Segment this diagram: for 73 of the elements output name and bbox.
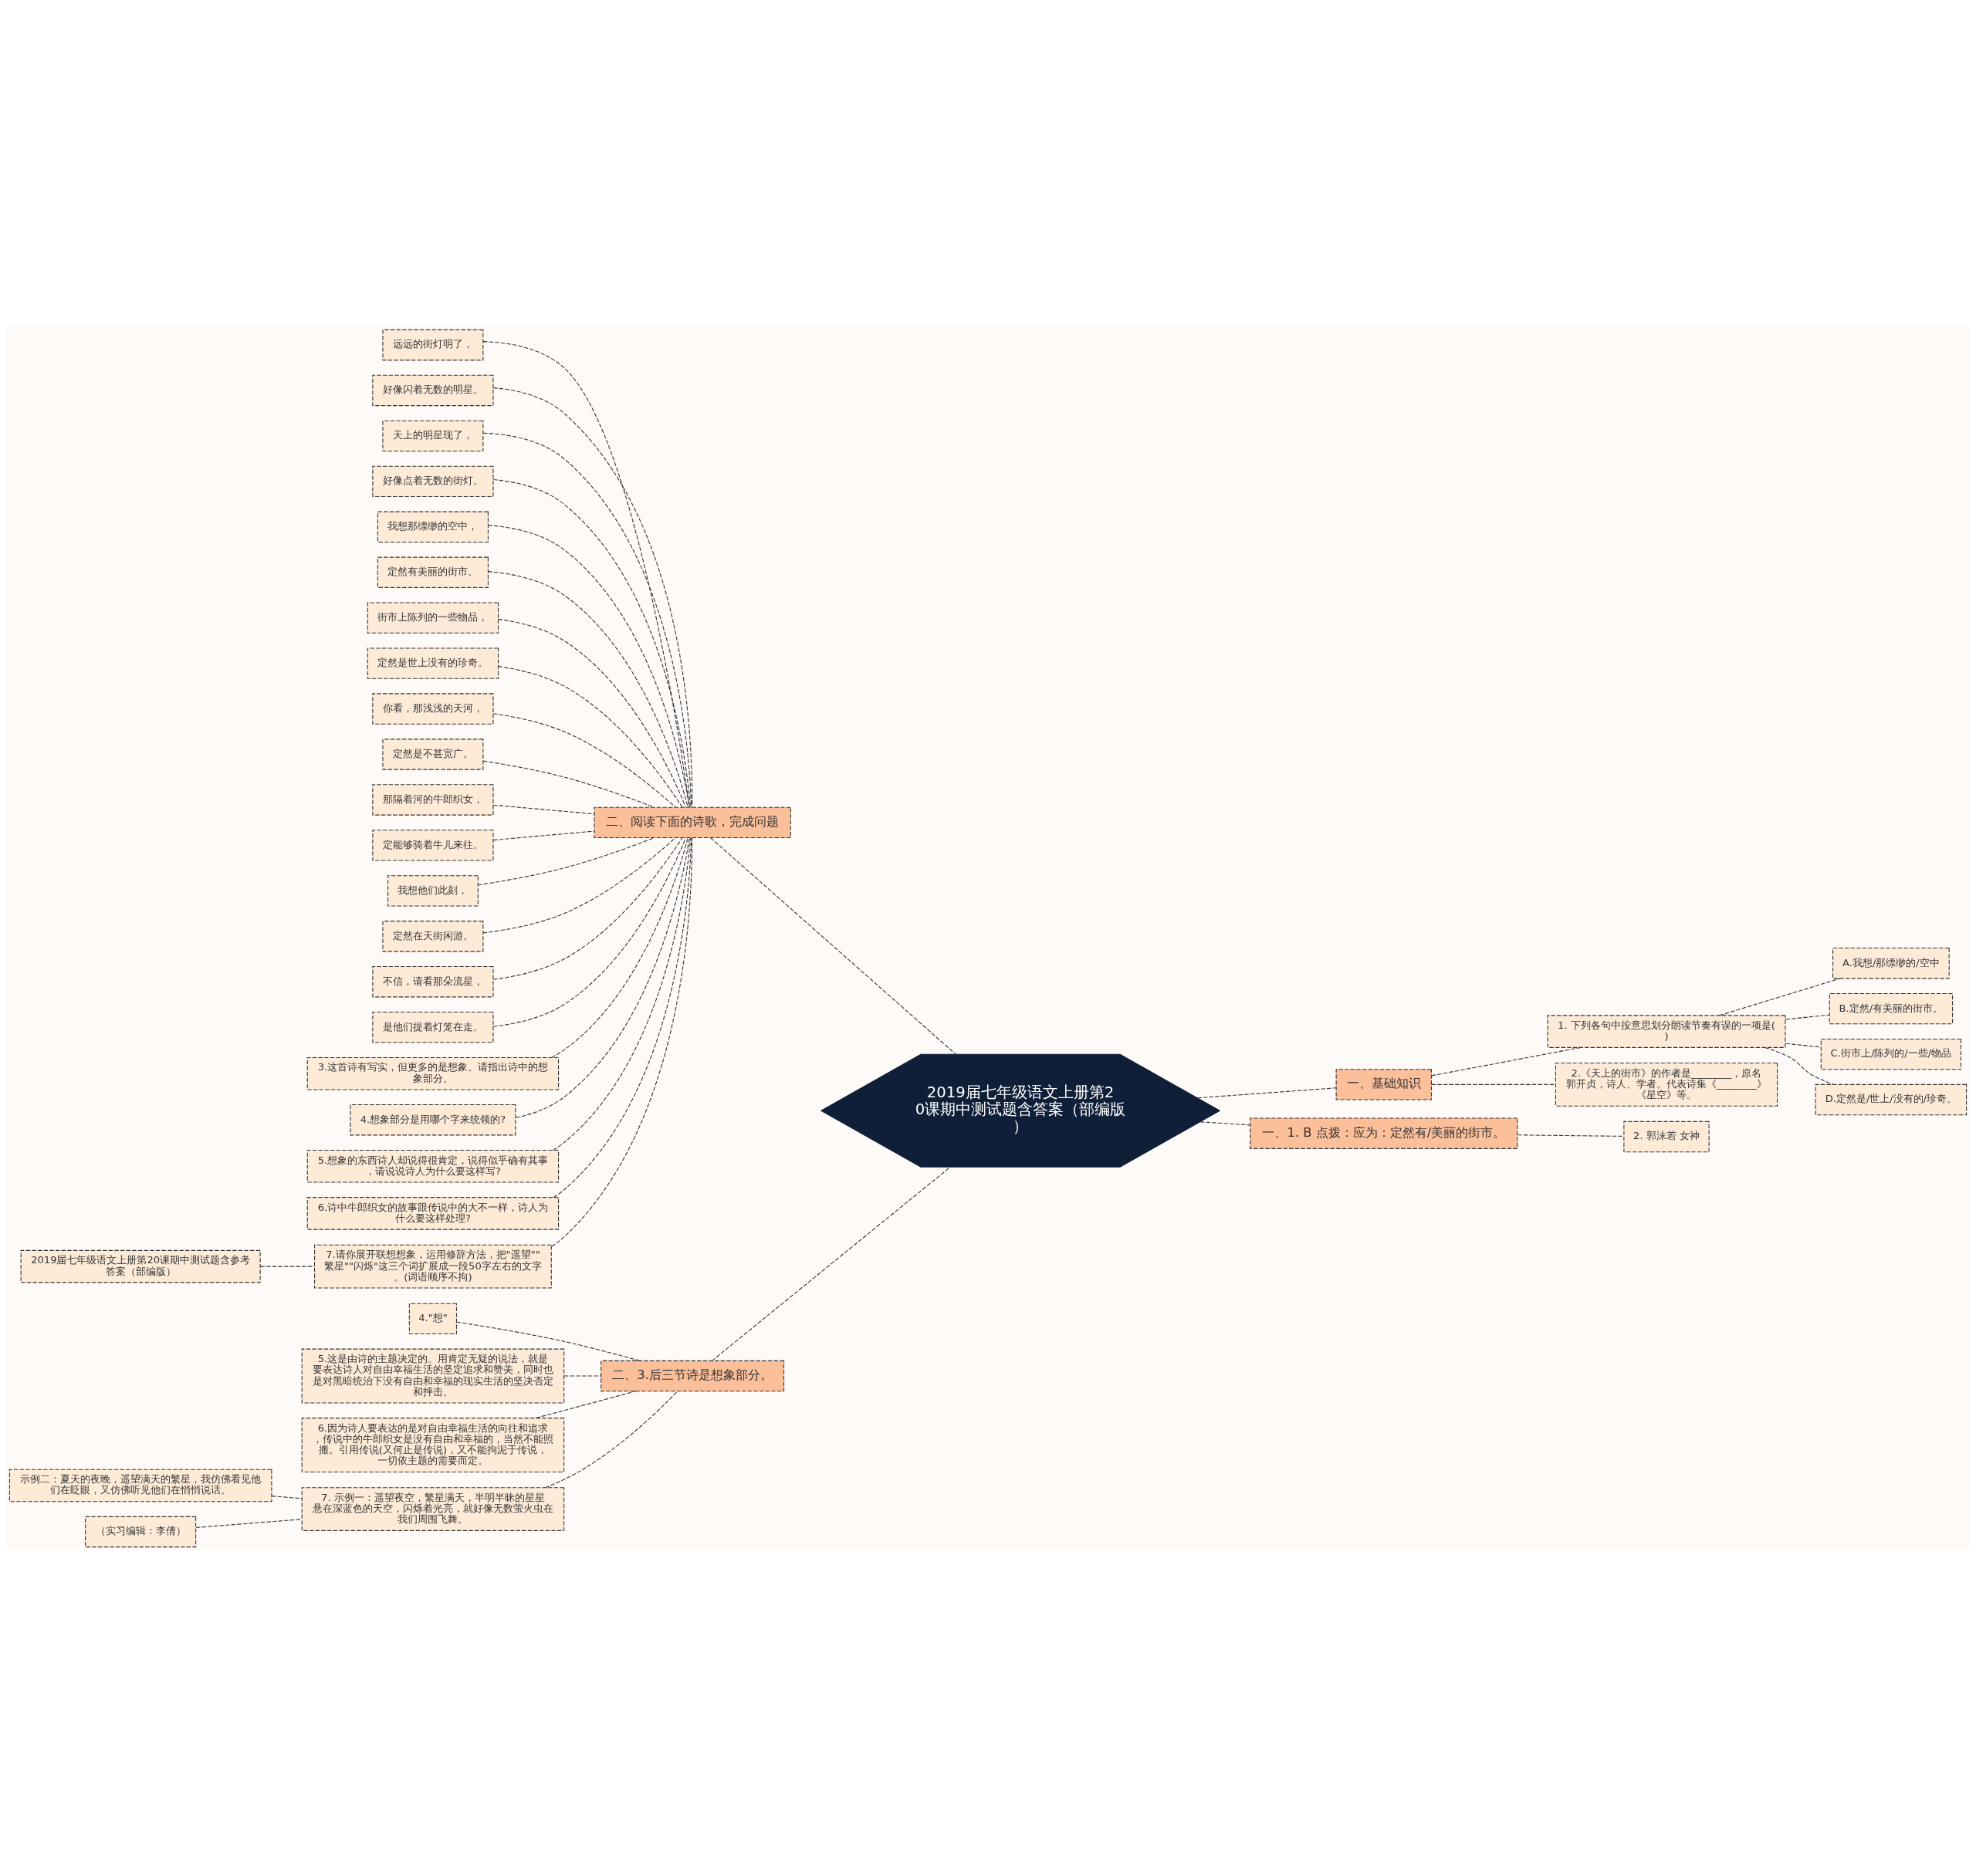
connector (492, 837, 683, 980)
node-box: 是他们提着灯笼在走。 (372, 1011, 494, 1043)
connector (482, 837, 676, 933)
connector (544, 1390, 678, 1488)
connector (551, 837, 689, 1058)
connector (563, 1375, 601, 1377)
connector (259, 1266, 315, 1267)
node-box: 我想那缥缈的空中， (377, 511, 489, 543)
connector (1517, 1134, 1625, 1137)
node-box: 一、基础知识 (1335, 1068, 1432, 1100)
node-box: 2.《天上的街市》的作者是________，原名郭开贞，诗人、学者。代表诗集《________》《星空》等。 (1555, 1062, 1778, 1107)
node-box: 2019届七年级语文上册第20课期中测试题含参考答案（部编版） (20, 1249, 261, 1283)
node-box: 定能够骑着牛儿来往。 (372, 829, 494, 861)
connector (515, 837, 690, 1118)
connector (1785, 1043, 1822, 1047)
connector (1199, 1121, 1251, 1125)
connector (271, 1495, 303, 1499)
node-box: 定然有美丽的街市。 (377, 556, 489, 588)
connector (498, 618, 686, 808)
connector (477, 837, 655, 885)
node-box: 4.想象部分是用哪个字来统领的? (350, 1104, 516, 1135)
connector (1431, 1083, 1556, 1085)
node-box: 7. 示例一：遥望夜空，繁星满天，半明半昧的星星悬在深蓝色的天空，闪烁着光亮，就好像无数萤火虫在我们周围飞舞。 (301, 1486, 565, 1531)
node-box: 好像闪着无数的明星。 (372, 374, 494, 406)
connector (195, 1518, 303, 1528)
node-box: 二、阅读下面的诗歌，完成问题 (594, 806, 791, 838)
connector (492, 837, 686, 1027)
connector (498, 665, 683, 808)
node-box: 天上的明星现了， (382, 420, 484, 451)
node-box: 定然在天街闲游。 (382, 920, 484, 952)
node-box: 街市上陈列的一些物品， (367, 601, 499, 634)
connector (492, 712, 676, 808)
connector (492, 387, 693, 808)
node-box: 2. 郭沫若 女神 (1623, 1121, 1710, 1152)
node-box: 定然是不甚宽广。 (382, 738, 484, 770)
node-box: 6.诗中牛郎织女的故事跟传说中的大不一样，诗人为什么要这样处理? (306, 1196, 560, 1230)
connector (482, 432, 692, 807)
connector (488, 524, 690, 807)
node-box: 二、3.后三节诗是想象部分。 (601, 1360, 785, 1391)
node-box: A.我想/那缥缈的/空中 (1832, 947, 1950, 979)
connector (1764, 1046, 1834, 1085)
node-box: D.定然是/世上/没有的/珍奇。 (1815, 1083, 1968, 1115)
node-box: 6.因为诗人要表达的是对自由幸福生活的向往和追求，传说中的牛郎织女是没有自由和幸福的，当然不能照搬。引用传说(又何止是传说)，又不能拘泥于传说，一切依主题的需要而定。 (301, 1417, 565, 1472)
node-box: 7.请你展开联想想象，运用修辞方法，把"遥望""繁星""闪烁"这三个词扩展成一段50字左右的文字。(词语顺序不拘) (314, 1244, 552, 1289)
node-box: C.街市上/陈列的/一些/物品 (1820, 1038, 1962, 1070)
connector (482, 760, 655, 808)
node-box: 我想他们此刻， (387, 874, 479, 907)
connector (482, 340, 690, 808)
node-box: 示例二：夏天的夜晚，遥望满天的繁星，我仿佛看见他们在眨眼，又仿佛听见他们在悄悄说话。 (8, 1469, 272, 1502)
node-box: 好像点着无数的街灯。 (372, 465, 494, 497)
connector (711, 1166, 951, 1361)
node-box: 远远的街灯明了， (382, 329, 484, 360)
node-box: 那隔着河的牛郎织女， (372, 783, 494, 816)
connector (1785, 1014, 1830, 1019)
node-box: 4."想" (408, 1303, 458, 1334)
node-box: B.定然/有美丽的街市。 (1829, 992, 1954, 1024)
connector (492, 830, 595, 840)
connector (487, 570, 689, 808)
connector (492, 804, 595, 814)
node-box: 5.想象的东西诗人却说得很肯定，说得似乎确有其事，请说说诗人为什么要这样写? (306, 1149, 560, 1183)
connector (1196, 1087, 1337, 1098)
connector (492, 478, 692, 808)
node-box: 一、1. B 点拨：应为：定然有/美丽的街市。 (1250, 1117, 1518, 1149)
node-box: 3.这首诗有写实，但更多的是想象。请指出诗中的想象部分。 (306, 1056, 560, 1090)
connector (710, 837, 956, 1055)
connector (1719, 977, 1841, 1016)
node-box: 定然是世上没有的珍奇。 (367, 647, 499, 679)
node-box: 5.这是由诗的主题决定的。用肯定无疑的说法，就是要表达诗人对自由幸福生活的坚定追求和赞美，同时也是对黑暗统治下没有自由和幸福的现实生活的坚决否定和抨击。 (301, 1348, 565, 1404)
node-box: 不信，请看那朵流星， (372, 965, 494, 997)
node-box: 你看，那浅浅的天河， (372, 692, 494, 725)
connector (456, 1321, 641, 1361)
node-box: 1. 下列各句中按意思划分朗读节奏有误的一项是( ) (1547, 1014, 1786, 1048)
node-box: （实习编辑：李倩） (85, 1516, 197, 1547)
